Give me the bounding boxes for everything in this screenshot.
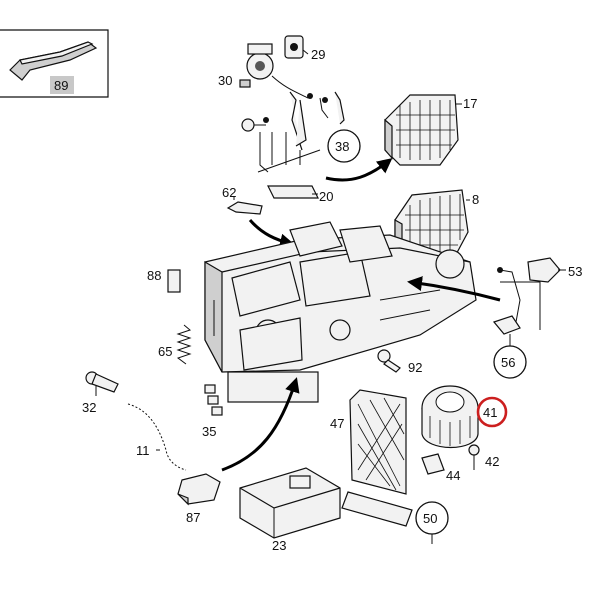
label-65: 65 [158, 344, 172, 359]
part-92-screw: 92 [377, 349, 422, 375]
part-30-motor: 30 [218, 43, 309, 99]
callout-41-highlighted: 41 [476, 396, 508, 428]
label-56: 56 [501, 355, 515, 370]
label-17: 17 [463, 96, 477, 111]
arrow-to-housing [407, 276, 501, 302]
label-32: 32 [82, 400, 96, 415]
label-30: 30 [218, 73, 232, 88]
part-41-blower-motor [421, 385, 479, 449]
part-53-actuator: 53 [527, 257, 582, 283]
part-87-relay: 87 [177, 473, 221, 525]
callout-50: 50 [415, 501, 449, 544]
label-62: 62 [222, 185, 236, 200]
part-29-actuator: 29 [284, 35, 325, 62]
arrow-87-to-housing [221, 377, 300, 472]
label-29: 29 [311, 47, 325, 62]
callout-38: 38 [325, 129, 393, 182]
part-65-spring: 65 [158, 324, 192, 365]
inset-part-89: 89 [0, 29, 109, 98]
label-53: 53 [568, 264, 582, 279]
linkage-rod [492, 267, 541, 335]
label-44: 44 [446, 468, 460, 483]
label-42: 42 [485, 454, 499, 469]
part-23-lower-tray: 23 [239, 467, 341, 553]
part-47-filter: 47 [330, 389, 407, 495]
part-17-flap-housing: 17 [384, 94, 477, 166]
part-42-screw: 42 [468, 444, 499, 470]
highlight-ring [476, 396, 508, 428]
callout-56: 56 [493, 334, 527, 379]
part-88-clip: 88 [147, 268, 181, 293]
part-50-strip [341, 491, 425, 527]
main-heater-housing [204, 221, 477, 403]
label-41: 41 [483, 405, 497, 420]
label-88: 88 [147, 268, 161, 283]
label-11: 11 [136, 443, 150, 458]
part-32-sensor: 32 [82, 371, 119, 415]
part-11-harness: 11 [127, 403, 187, 471]
clips-and-screws-group [241, 91, 345, 173]
label-47: 47 [330, 416, 344, 431]
part-44-resistor: 44 [421, 453, 460, 483]
label-38: 38 [335, 139, 349, 154]
label-23: 23 [272, 538, 286, 553]
label-35: 35 [202, 424, 216, 439]
part-35-clips: 35 [202, 384, 223, 439]
label-8: 8 [472, 192, 479, 207]
label-92: 92 [408, 360, 422, 375]
label-87: 87 [186, 510, 200, 525]
label-50: 50 [423, 511, 437, 526]
label-20: 20 [319, 189, 333, 204]
part-20-plate: 20 [267, 185, 333, 204]
label-89: 89 [54, 78, 68, 93]
